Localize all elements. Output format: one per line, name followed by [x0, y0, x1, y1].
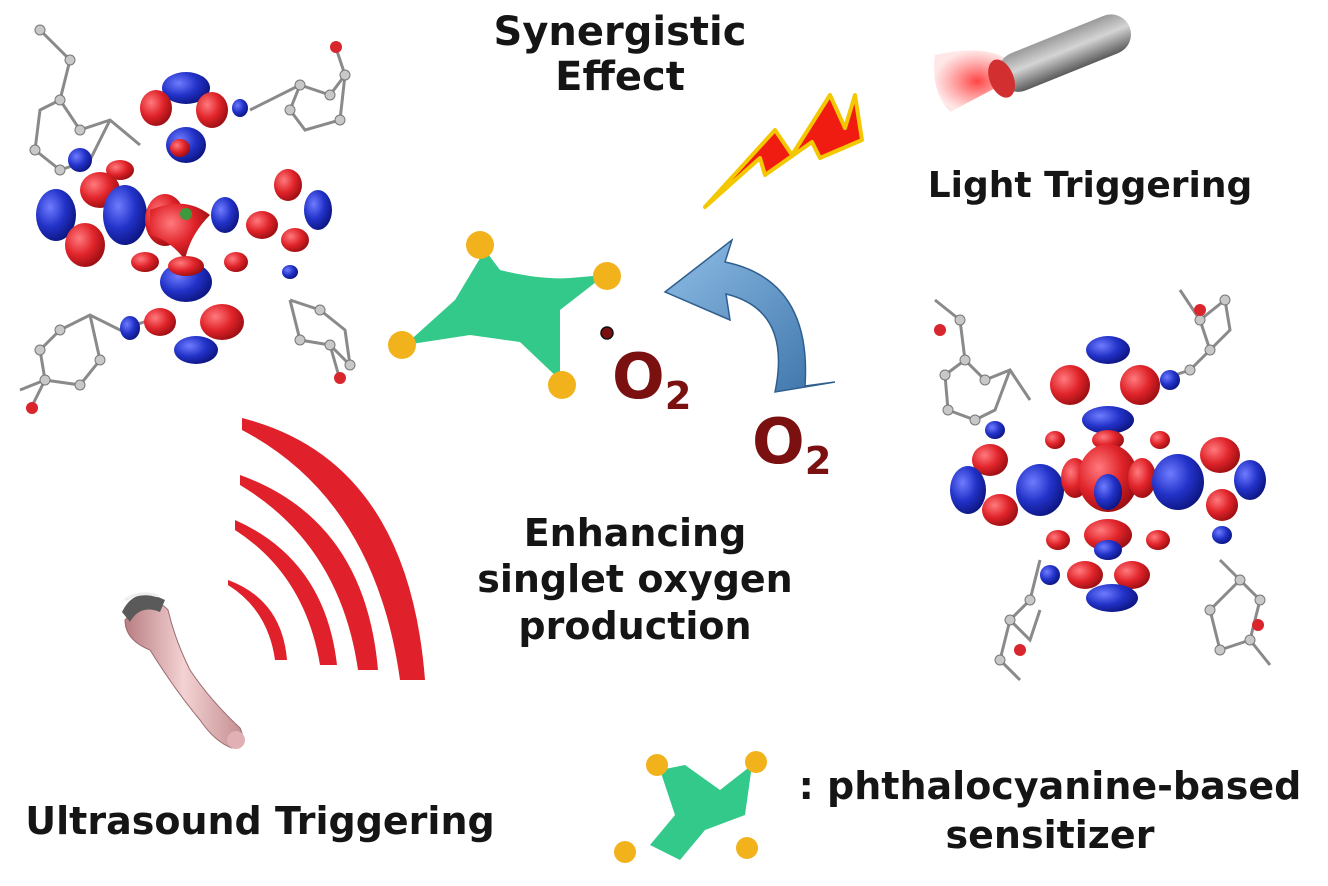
curved-arrow-icon [663, 237, 836, 393]
legend-line-2: sensitizer [945, 813, 1155, 858]
title-synergistic-effect: Synergistic Effect [455, 10, 785, 100]
oxygen-far-main: O [752, 405, 805, 478]
center-line-3: production [518, 603, 752, 648]
oxygen-far-sub: 2 [804, 438, 832, 484]
center-line-1: Enhancing [523, 511, 747, 555]
light-triggering-label: Light Triggering [927, 165, 1253, 206]
sound-waves-icon [228, 418, 425, 680]
center-line-2: singlet oxygen [477, 557, 793, 602]
title-line-1: Synergistic [493, 9, 747, 55]
center-caption: Enhancing singlet oxygen production [455, 510, 815, 649]
oxygen-molecule-dot [600, 326, 614, 340]
ultrasound-triggering-label: Ultrasound Triggering [25, 799, 495, 843]
lightning-bolt-icon [703, 93, 864, 209]
legend-sensitizer-icon [614, 751, 767, 863]
molecule-orbital-bottom-right [934, 289, 1272, 682]
molecule-orbital-top-left [19, 24, 356, 414]
oxygen-label-near: O2 [612, 340, 691, 419]
legend-caption: : phthalocyanine-based sensitizer [775, 762, 1325, 861]
flashlight-icon [934, 14, 1131, 112]
legend-line-1: : phthalocyanine-based [798, 764, 1302, 808]
ultrasound-probe-icon [122, 592, 245, 749]
oxygen-near-sub: 2 [664, 373, 692, 419]
oxygen-label-far: O2 [752, 405, 831, 484]
sensitizer-icon [388, 231, 621, 399]
oxygen-near-main: O [612, 340, 665, 413]
title-line-2: Effect [555, 53, 685, 100]
